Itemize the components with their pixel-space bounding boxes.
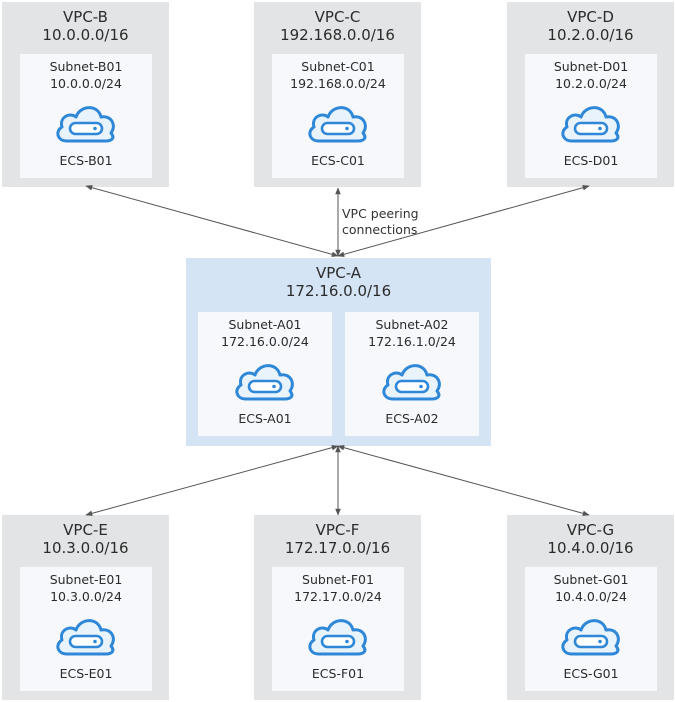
cloud-server-icon: [382, 364, 441, 401]
cloud-server-icon: [561, 619, 620, 656]
peering-label-line-1: VPC peering: [342, 206, 419, 221]
subnet-name: Subnet-D01: [553, 59, 629, 74]
vpc-name: VPC-F: [315, 521, 360, 539]
subnet-name: Subnet-G01: [553, 572, 629, 587]
cloud-server-icon: [56, 619, 115, 656]
vpc-cidr: 192.168.0.0/16: [280, 26, 395, 44]
vpc-cidr: 172.16.0.0/16: [285, 282, 392, 300]
cloud-server-icon: [308, 619, 367, 656]
vpc-name: VPC-D: [567, 8, 614, 26]
cloud-server-icon: [308, 106, 367, 143]
ecs-label: ECS-G01: [563, 666, 619, 681]
subnet-name: Subnet-A01: [228, 317, 302, 332]
vpc-cidr: 10.0.0.0/16: [42, 26, 129, 44]
ecs-label: ECS-C01: [311, 153, 365, 168]
subnet-name: Subnet-A02: [375, 317, 449, 332]
vpc-cidr: 10.3.0.0/16: [42, 539, 129, 557]
ecs-label: ECS-A02: [385, 411, 439, 426]
subnet-cidr: 172.16.0.0/24: [221, 334, 309, 349]
ecs-label: ECS-D01: [563, 153, 619, 168]
subnet-name: Subnet-E01: [49, 572, 123, 587]
subnet-name: Subnet-F01: [302, 572, 374, 587]
vpc-cidr: 10.2.0.0/16: [547, 26, 634, 44]
ecs-label: ECS-A01: [238, 411, 292, 426]
subnet-cidr: 10.4.0.0/24: [555, 589, 627, 604]
subnet-cidr: 172.17.0.0/24: [294, 589, 382, 604]
vpc-name: VPC-E: [63, 521, 108, 539]
subnet-cidr: 172.16.1.0/24: [368, 334, 456, 349]
vpc-name: VPC-B: [63, 8, 108, 26]
vpc-name: VPC-G: [566, 521, 615, 539]
subnet-name: Subnet-C01: [301, 59, 375, 74]
ecs-label: ECS-E01: [59, 666, 113, 681]
peering-arrow-vpc-d: [337, 184, 590, 258]
vpc-cidr: 172.17.0.0/16: [284, 539, 391, 557]
subnet-cidr: 10.3.0.0/24: [50, 589, 122, 604]
vpc-cidr: 10.4.0.0/16: [547, 539, 634, 557]
vpc-name: VPC-A: [315, 264, 362, 282]
vpc-name: VPC-C: [314, 8, 361, 26]
peering-label-line-2: connections: [342, 222, 418, 237]
peering-arrow-vpc-e: [85, 444, 339, 517]
subnet-name: Subnet-B01: [49, 59, 123, 74]
peering-label: VPC peering connections: [342, 206, 419, 238]
cloud-server-icon: [56, 106, 115, 143]
subnet-cidr: 10.0.0.0/24: [50, 76, 122, 91]
ecs-label: ECS-B01: [59, 153, 113, 168]
peering-arrow-vpc-b: [85, 184, 339, 258]
subnet-cidr: 10.2.0.0/24: [555, 76, 627, 91]
peering-arrow-vpc-g: [337, 444, 590, 517]
cloud-server-icon: [561, 106, 620, 143]
cloud-server-icon: [235, 364, 294, 401]
ecs-label: ECS-F01: [311, 666, 365, 681]
subnet-cidr: 192.168.0.0/24: [290, 76, 386, 91]
